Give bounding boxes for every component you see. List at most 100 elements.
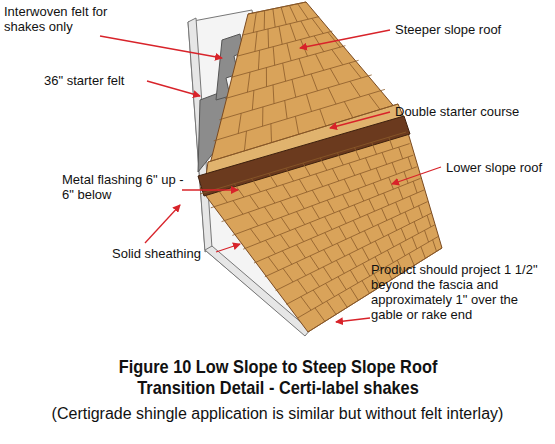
- shake-joint: [243, 178, 420, 249]
- callout-label: Interwoven felt for shakes only: [4, 4, 109, 34]
- shake-joint: [244, 131, 246, 151]
- shake-joint: [217, 189, 227, 203]
- shake-joint: [382, 208, 387, 220]
- shake-joint: [312, 190, 319, 203]
- shake-joint: [297, 212, 305, 225]
- shake-joint: [280, 201, 289, 214]
- shake-joint: [306, 94, 311, 111]
- shake-joint: [343, 194, 350, 207]
- shake-joint: [266, 68, 267, 87]
- shake-joint: [283, 185, 291, 198]
- shake-joint: [266, 223, 276, 236]
- shake-joint: [367, 214, 373, 226]
- metal-flashing: [198, 116, 410, 196]
- shake-joint: [349, 254, 356, 267]
- shake-joint: [349, 63, 361, 78]
- shake-joint: [412, 237, 417, 249]
- shake-joint: [255, 32, 257, 52]
- shake-joint: [312, 18, 323, 33]
- shake-joint: [297, 280, 307, 294]
- shake-joint: [296, 196, 304, 209]
- shake-joint: [375, 241, 381, 253]
- shake-joint: [398, 187, 403, 199]
- shake-joint: [399, 147, 403, 159]
- shake-joint: [350, 270, 358, 283]
- shake-joint: [211, 144, 410, 208]
- shake-joint: [413, 181, 417, 193]
- shake-joint: [419, 206, 423, 218]
- shake-joint: [392, 163, 396, 175]
- shake-joint: [344, 102, 353, 118]
- callout-label: Double starter course: [395, 104, 519, 119]
- shake-joint: [339, 294, 348, 307]
- shake-joint: [301, 21, 310, 37]
- shake-joint: [328, 88, 336, 104]
- shake-joint: [320, 109, 326, 126]
- shake-joint: [364, 231, 370, 244]
- shake-joint: [328, 185, 335, 198]
- shake-joint: [289, 5, 297, 22]
- shake-joint: [350, 81, 360, 97]
- shake-joint: [316, 174, 323, 187]
- shake-joint: [358, 189, 364, 201]
- shake-joint: [252, 179, 261, 192]
- shake-joint: [376, 168, 381, 180]
- figure-caption: (Certigrade shingle application is simil…: [0, 405, 555, 423]
- shake-joint: [336, 260, 344, 273]
- shake-joint: [351, 237, 358, 250]
- shake-joint: [295, 229, 304, 242]
- callout-label: Solid sheathing: [112, 246, 201, 261]
- shake-joint: [404, 172, 408, 184]
- shake-joint: [310, 273, 319, 286]
- shake-joint: [330, 68, 339, 84]
- shake-joint: [324, 250, 332, 263]
- shake-joint: [290, 24, 296, 41]
- shake-joint: [369, 199, 375, 211]
- shake-joint: [433, 240, 437, 252]
- shake-joint: [273, 47, 275, 66]
- shake-joint: [326, 283, 335, 296]
- shake-joint: [373, 183, 378, 195]
- callout-label: Metal flashing 6" up - 6" below: [62, 172, 187, 202]
- shake-joint: [339, 211, 346, 224]
- shake-joint: [312, 206, 320, 219]
- shake-joint: [297, 245, 306, 258]
- shake-joint: [400, 244, 405, 256]
- shake-joint: [363, 264, 370, 277]
- shake-joint: [369, 94, 380, 109]
- shake-joint: [233, 201, 243, 215]
- shake-joint: [266, 240, 276, 254]
- shake-joint: [270, 124, 272, 143]
- shake-joint: [247, 72, 250, 92]
- shake-joint: [339, 227, 346, 240]
- shake-joint: [281, 217, 290, 230]
- shake-joint: [392, 218, 397, 230]
- shake-joint: [372, 142, 377, 154]
- shake-joint: [362, 281, 370, 294]
- shake-joint: [219, 75, 371, 120]
- shake-joint: [283, 268, 293, 282]
- shake-joint: [298, 4, 309, 20]
- shake-joint: [378, 225, 384, 237]
- shake-joint: [266, 190, 275, 203]
- shake-joint: [421, 247, 426, 259]
- callout-label: Product should project 1 1/2" beyond the…: [371, 262, 551, 322]
- shake-joint: [252, 90, 254, 110]
- shake-joint: [350, 288, 358, 301]
- shake-joint: [253, 12, 256, 32]
- shake-joint: [299, 59, 305, 76]
- shake-joint: [301, 297, 311, 311]
- shake-joint: [311, 74, 317, 91]
- shake-joint: [268, 257, 278, 271]
- shake-joint: [248, 212, 258, 226]
- shake-joint: [388, 235, 394, 247]
- shake-joint: [238, 113, 241, 133]
- shake-joint: [281, 7, 286, 24]
- shake-joint: [327, 200, 334, 213]
- shake-joint: [232, 167, 416, 236]
- shake-joint: [208, 104, 398, 162]
- shake-joint: [427, 215, 431, 227]
- shake-joint: [268, 29, 270, 48]
- shake-joint: [310, 223, 318, 236]
- title-block: Figure 10 Low Slope to Steep Slope Roof …: [0, 356, 555, 398]
